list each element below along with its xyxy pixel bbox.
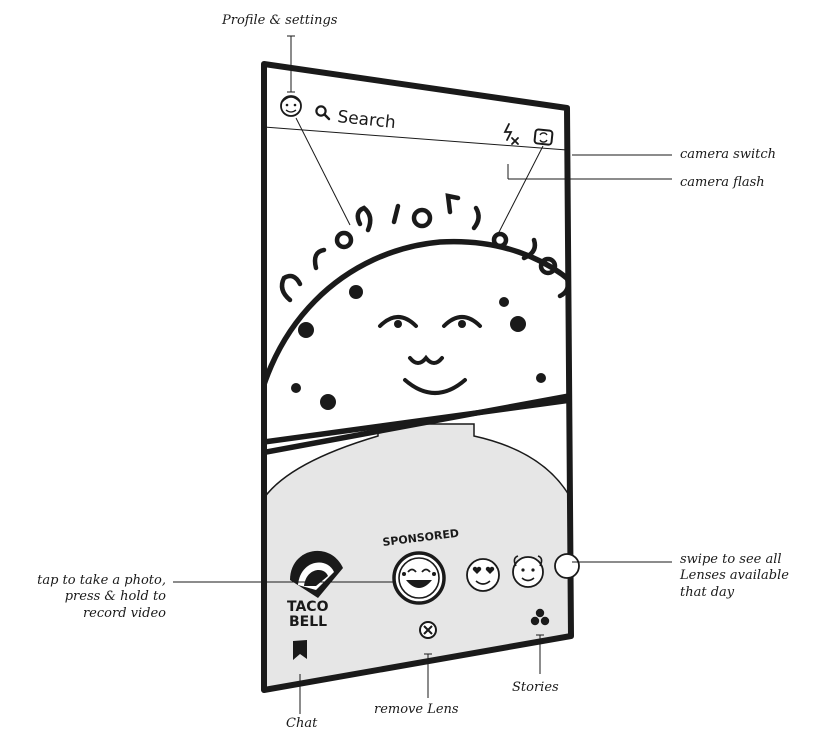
person-face bbox=[378, 315, 482, 395]
annotation-swipe-line-3: that day bbox=[680, 584, 735, 600]
annotation-tap-line-2: press & hold to bbox=[64, 589, 166, 605]
avatar-icon[interactable] bbox=[280, 95, 302, 117]
annotation-tap-line-1: tap to take a photo, bbox=[37, 573, 166, 588]
header-divider bbox=[264, 126, 568, 151]
lens-heart-eyes[interactable] bbox=[466, 558, 500, 592]
annotation-swipe-line-2: Lenses available bbox=[680, 568, 789, 584]
flash-off-icon[interactable] bbox=[503, 123, 519, 145]
phone-outline bbox=[261, 61, 574, 693]
stories-icon[interactable] bbox=[530, 608, 550, 626]
brand-line-1: TACO bbox=[287, 599, 329, 615]
taco-spots bbox=[291, 285, 546, 410]
annotation-swipe-lenses: swipe to see all Lenses available that d… bbox=[680, 552, 789, 601]
annotation-profile-settings: Profile & settings bbox=[222, 13, 338, 28]
panel-divider bbox=[263, 397, 572, 445]
annotation-tap-to-capture: tap to take a photo, press & hold to rec… bbox=[37, 573, 166, 622]
search-icon[interactable] bbox=[315, 105, 331, 121]
annotation-leader-lines bbox=[173, 35, 672, 714]
annotation-stories: Stories bbox=[512, 680, 559, 695]
brand-line-2: BELL bbox=[289, 614, 327, 630]
annotation-tap-line-3: record video bbox=[82, 605, 166, 621]
screen-leader-lines bbox=[295, 117, 544, 237]
lens-partial[interactable] bbox=[554, 553, 580, 579]
person-pupils bbox=[394, 320, 466, 328]
taco-lettuce bbox=[279, 193, 571, 303]
annotation-camera-switch: camera switch bbox=[680, 147, 776, 162]
annotation-remove-lens: remove Lens bbox=[374, 702, 459, 717]
annotation-chat: Chat bbox=[286, 716, 318, 730]
annotation-camera-flash: camera flash bbox=[680, 175, 765, 190]
annotation-swipe-line-1: swipe to see all bbox=[680, 552, 782, 567]
taco-bell-logo[interactable]: TACO BELL bbox=[287, 550, 343, 630]
lens-dog-face[interactable] bbox=[512, 555, 544, 588]
capture-button[interactable] bbox=[392, 551, 446, 605]
camera-switch-icon[interactable] bbox=[533, 128, 554, 146]
chat-icon[interactable] bbox=[293, 640, 307, 660]
remove-lens-icon[interactable] bbox=[419, 621, 437, 639]
